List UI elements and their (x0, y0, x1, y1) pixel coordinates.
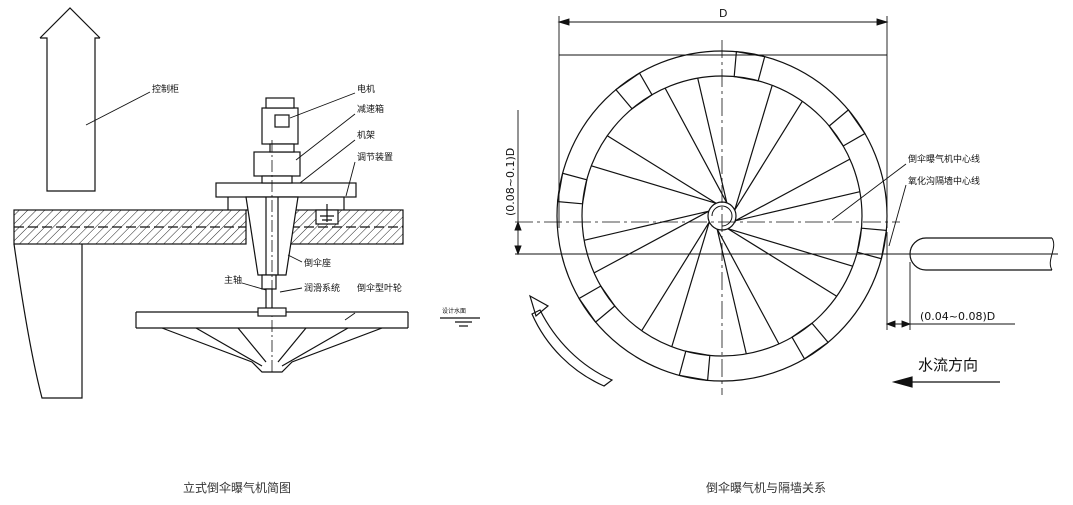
ring-block (615, 72, 653, 110)
label-reducer: 减速箱 (357, 103, 384, 115)
label-main-shaft: 主轴 (224, 274, 242, 286)
caption-right: 倒伞曝气机与隔墙关系 (706, 480, 826, 495)
label-D: D (719, 7, 727, 20)
label-lubrication: 润滑系统 (304, 282, 340, 294)
umbrella-seat (245, 140, 299, 372)
label-impeller: 倒伞型叶轮 (357, 282, 402, 294)
blade (664, 77, 728, 204)
motor-reducer (253, 97, 301, 184)
ring-block (856, 227, 888, 260)
dimension-vertical (514, 110, 522, 256)
left-diagram (13, 7, 480, 399)
label-wall-centerline: 氧化沟隔墙中心线 (908, 175, 980, 187)
label-aerator-centerline: 倒伞曝气机中心线 (908, 153, 980, 165)
ring-block (828, 109, 866, 147)
blade (716, 228, 780, 355)
ring-block (733, 50, 766, 82)
label-umbrella-seat: 倒伞座 (304, 257, 331, 269)
dimension-d (557, 16, 889, 228)
water-level-symbol (440, 317, 480, 327)
partition-wall (909, 237, 1052, 271)
blade (591, 135, 717, 204)
ring-block (556, 172, 588, 205)
caption-left: 立式倒伞曝气机简图 (183, 480, 291, 495)
label-horizontal-dim: (0.04~0.08)D (920, 310, 995, 323)
blade (583, 210, 710, 274)
rotation-arrow (529, 294, 614, 387)
flow-arrow (891, 376, 1000, 388)
bridge-slab (13, 209, 404, 245)
ring-block (578, 285, 616, 323)
channel-wall (13, 243, 83, 399)
blade (641, 221, 710, 347)
control-cabinet (39, 7, 101, 192)
label-water-level: 设计水面 (442, 307, 466, 315)
label-flow-direction: 水流方向 (918, 356, 978, 374)
ring-blocks (556, 50, 888, 382)
label-frame: 机架 (357, 129, 375, 141)
impeller (135, 307, 409, 373)
ring-block (791, 322, 829, 360)
label-vertical-dim: (0.08~0.1)D (504, 148, 517, 216)
dimension-horizontal (885, 232, 1015, 330)
ring-block (678, 350, 711, 382)
label-control-cabinet: 控制柜 (152, 83, 179, 95)
right-diagram (514, 16, 1058, 395)
right-leaders (831, 163, 907, 247)
blade (727, 228, 853, 297)
blade (734, 158, 861, 222)
label-adjuster: 调节装置 (357, 151, 393, 163)
leader-lines (85, 91, 356, 321)
blade (734, 85, 803, 211)
label-motor: 电机 (357, 83, 375, 95)
